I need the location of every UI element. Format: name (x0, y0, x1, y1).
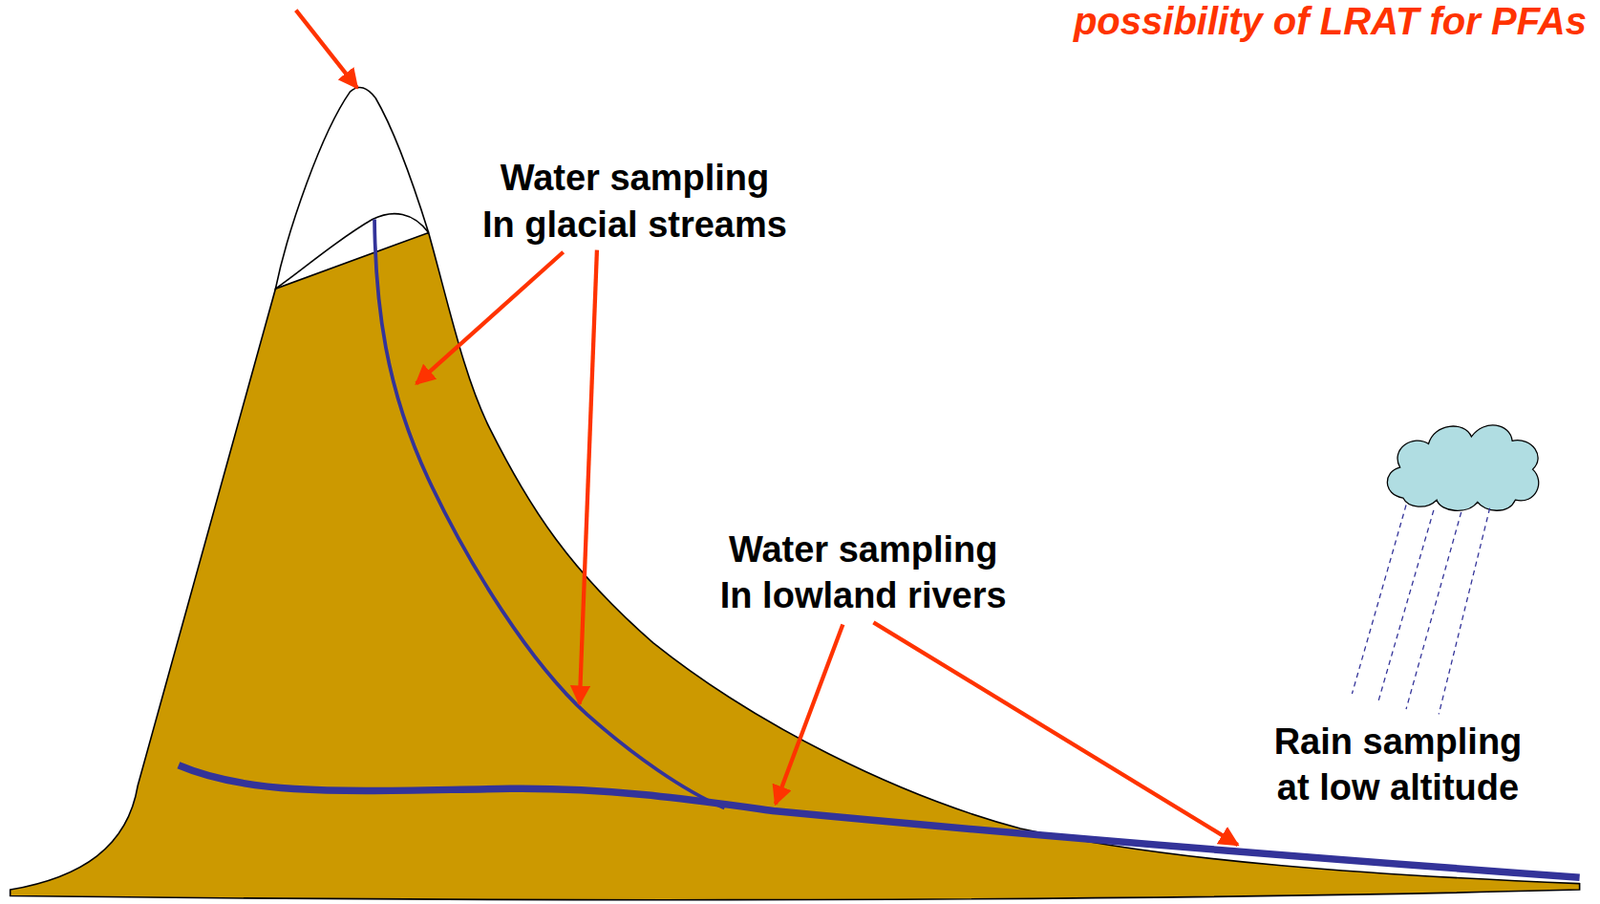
sampling-label: Rain sampling at low altitude (1274, 718, 1523, 811)
rain-cloud (1386, 425, 1538, 511)
sampling-label: Water sampling In lowland rivers (720, 526, 1007, 619)
diagram-title: possibility of LRAT for PFAs (1073, 0, 1587, 43)
pointer-arrows (296, 10, 1238, 845)
snow-cap (275, 87, 428, 290)
glacial-stream (374, 219, 725, 809)
mountain-body (10, 232, 1580, 899)
rain-streaks (1351, 505, 1490, 715)
sampling-label: Water sampling In glacial streams (482, 154, 788, 248)
